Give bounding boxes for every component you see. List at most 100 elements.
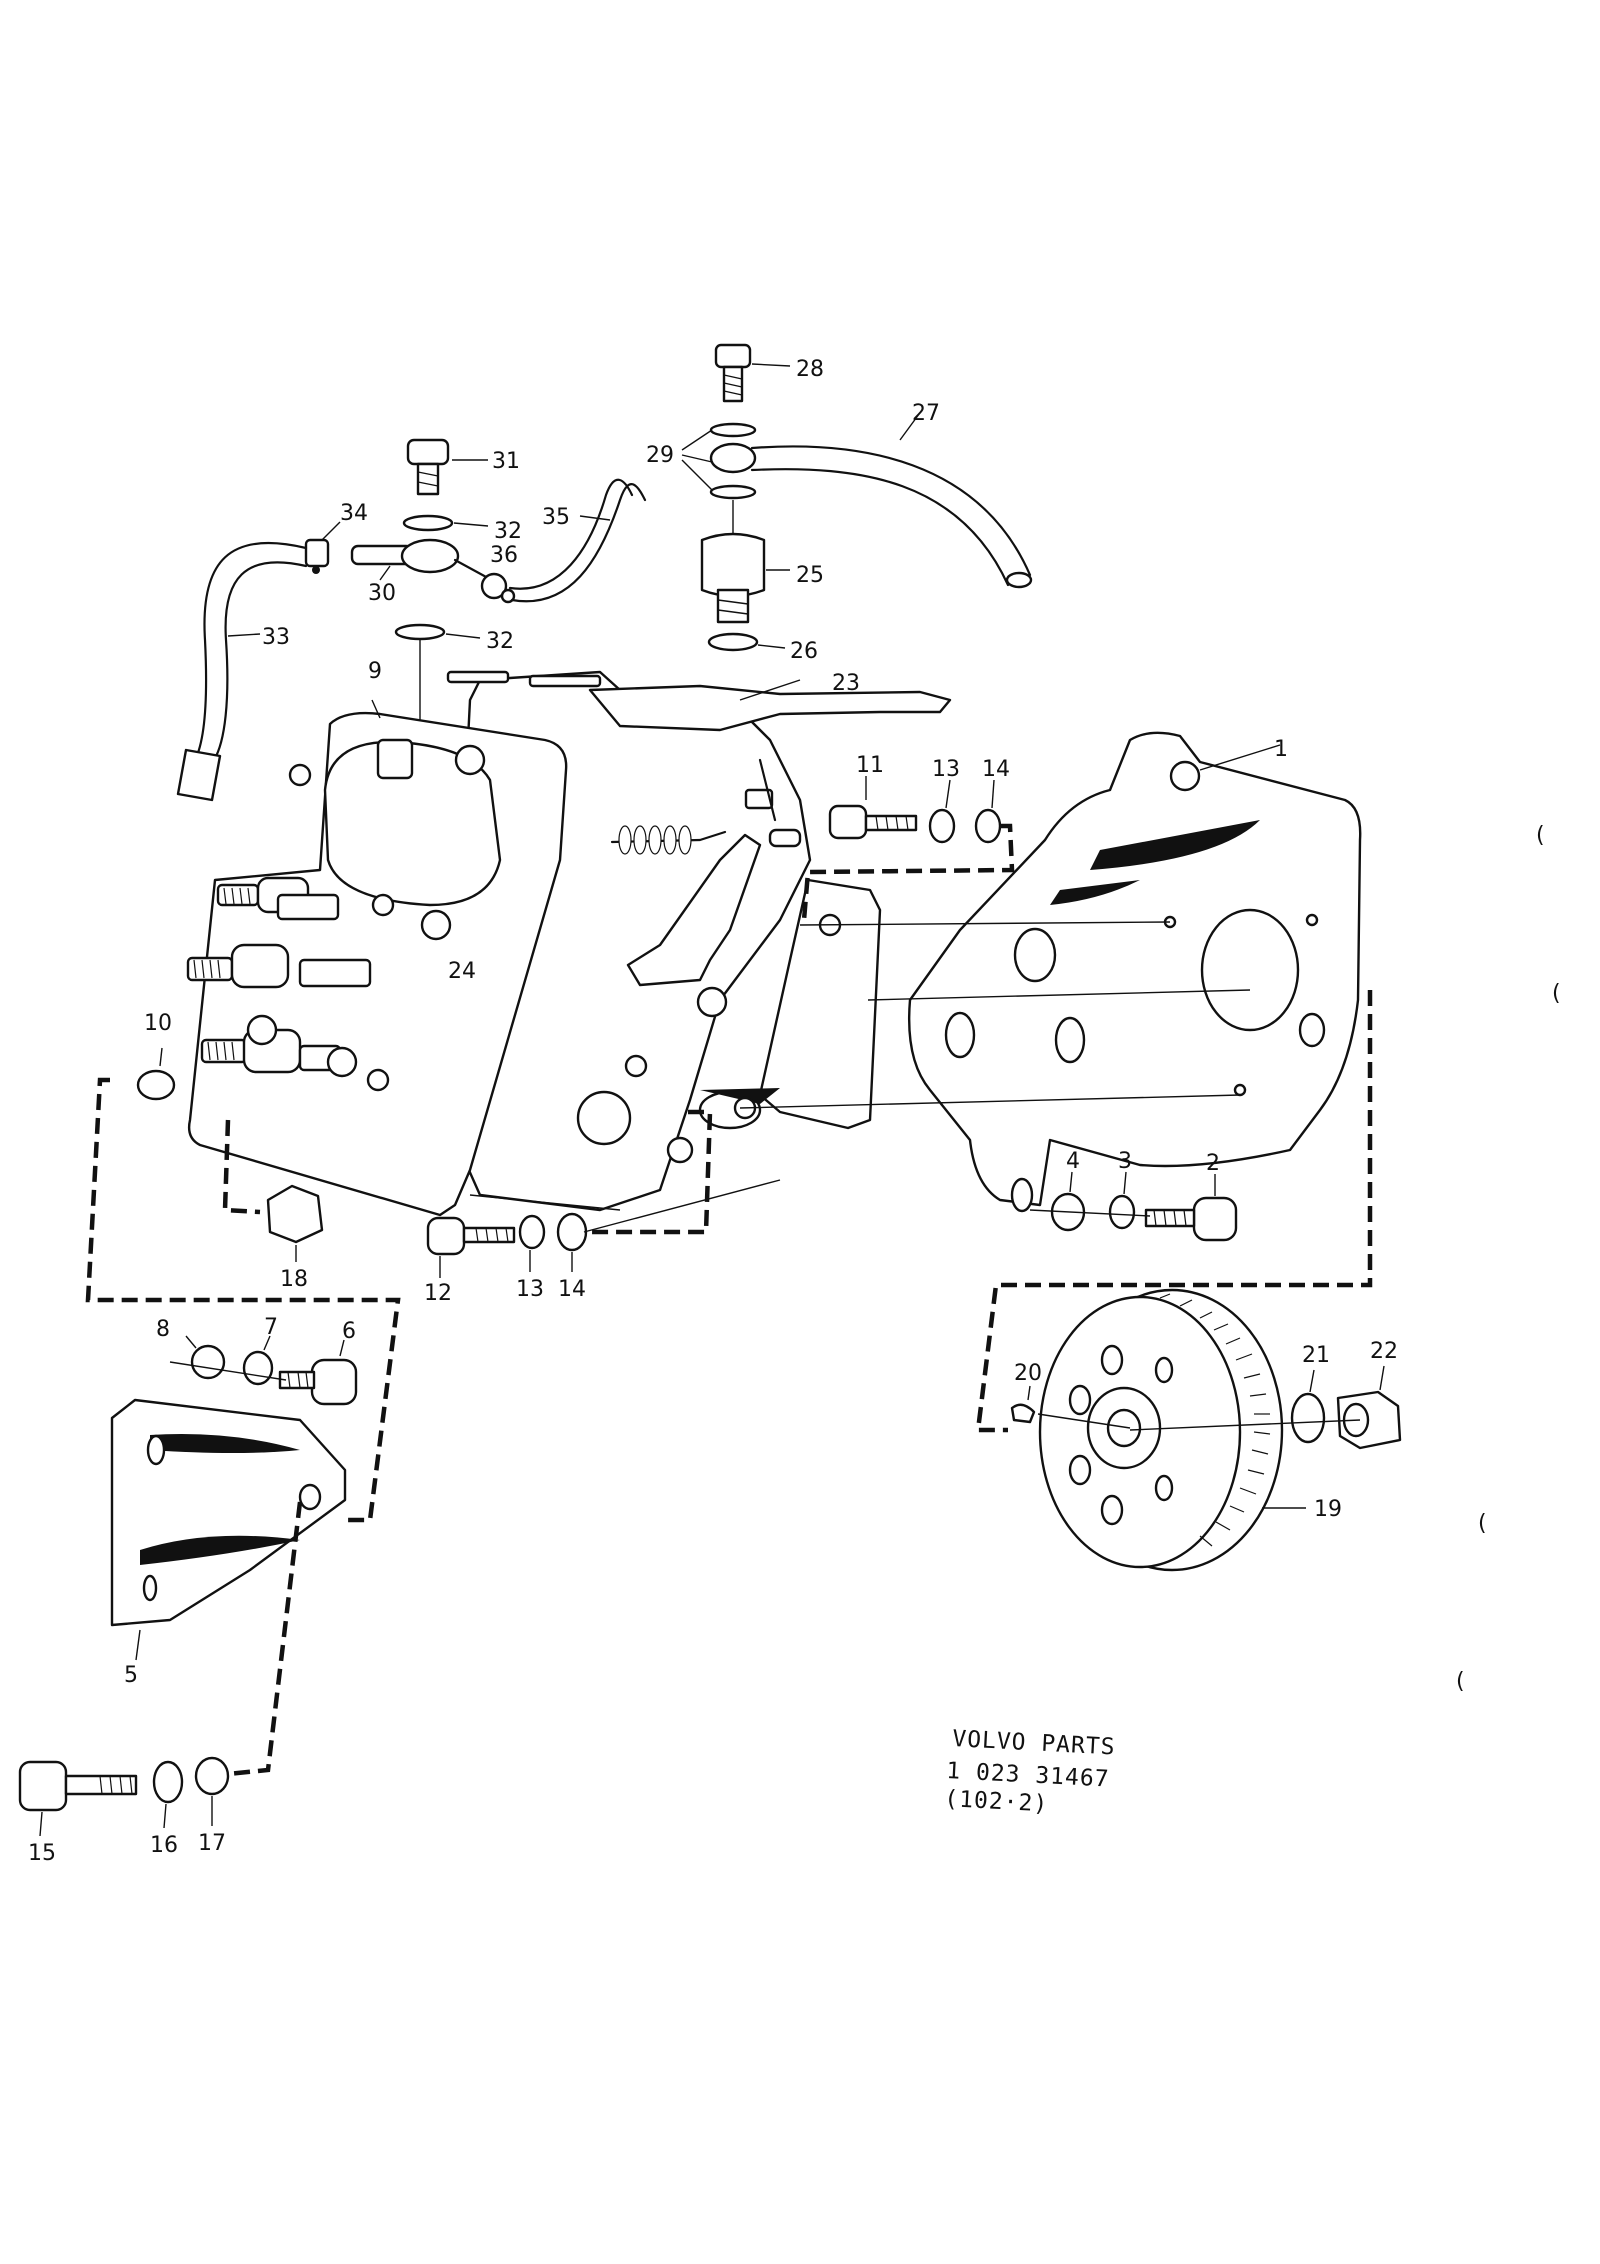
washer-14-lower xyxy=(556,1212,588,1272)
clip-34 xyxy=(304,521,341,574)
lock-washer-16 xyxy=(152,1760,184,1829)
callout-36: 36 xyxy=(490,543,518,568)
drive-sprocket-19 xyxy=(1038,1288,1306,1572)
callout-13-upper: 13 xyxy=(932,757,960,782)
callout-1: 1 xyxy=(1274,737,1288,762)
assembly-line-bolt15 xyxy=(227,1501,303,1777)
screw-11 xyxy=(828,776,918,840)
callout-10: 10 xyxy=(144,1011,172,1036)
stamp-line-3: (102·2) xyxy=(944,1786,1049,1817)
callout-32-lower: 32 xyxy=(486,629,514,654)
banjo-fitting-30 xyxy=(350,538,490,581)
injection-pump xyxy=(186,670,952,1217)
bolt-12 xyxy=(426,1216,516,1278)
callout-23: 23 xyxy=(832,671,860,696)
washer-8 xyxy=(185,1335,226,1380)
callout-22: 22 xyxy=(1370,1339,1398,1364)
clamp-36 xyxy=(480,572,516,604)
assembly-line-left xyxy=(85,1077,401,1523)
callout-33: 33 xyxy=(262,625,290,650)
banjo-bolt-28 xyxy=(714,343,791,403)
leader-bolt-upper xyxy=(799,921,1171,926)
sealing-washers-29 xyxy=(681,422,757,500)
washer-4 xyxy=(1050,1171,1086,1232)
lock-washer-3 xyxy=(1108,1171,1136,1230)
margin-marks: ( ( ( ( xyxy=(1456,823,1561,1694)
assembly-line-bolt12 xyxy=(592,1109,713,1235)
nut-18 xyxy=(266,1184,324,1262)
pump-bracket-1 xyxy=(908,731,1362,1213)
callout-28: 28 xyxy=(796,357,824,382)
leader-bolt-lower xyxy=(739,1094,1241,1109)
bolt-2 xyxy=(1144,1174,1238,1242)
callout-11: 11 xyxy=(856,753,884,778)
leak-off-pipe-35 xyxy=(508,478,647,603)
callout-16: 16 xyxy=(150,1833,178,1858)
callout-27: 27 xyxy=(912,401,940,426)
valve-holder-25 xyxy=(700,532,790,624)
callout-7: 7 xyxy=(264,1315,278,1340)
washer-32-upper xyxy=(402,514,489,532)
callout-26: 26 xyxy=(790,639,818,664)
callout-2: 2 xyxy=(1206,1151,1220,1176)
callout-labels: 1 2 3 4 5 6 7 8 9 10 11 12 13 13 14 14 1… xyxy=(28,357,1398,1866)
callout-32-upper: 32 xyxy=(494,519,522,544)
callout-31: 31 xyxy=(492,449,520,474)
margin-mark-3: ( xyxy=(1478,1511,1487,1536)
lock-washer-7 xyxy=(242,1335,274,1386)
margin-mark-4: ( xyxy=(1456,1669,1465,1694)
washer-13-lower xyxy=(518,1214,546,1272)
callout-35: 35 xyxy=(542,505,570,530)
callout-14-upper: 14 xyxy=(982,757,1010,782)
leader-key xyxy=(1037,1413,1131,1429)
callout-34: 34 xyxy=(340,501,368,526)
leader-bolt-mid xyxy=(867,989,1251,1001)
key-20 xyxy=(1010,1385,1036,1424)
assembly-line-sprocket xyxy=(975,990,1373,1433)
washer-10 xyxy=(136,1047,176,1101)
washer-17 xyxy=(194,1756,230,1826)
assembly-line-nut18 xyxy=(222,1119,261,1215)
stamp-line-1: VOLVO PARTS xyxy=(952,1726,1116,1761)
washer-14-upper xyxy=(974,779,1002,844)
callout-9: 9 xyxy=(368,659,382,684)
callout-21: 21 xyxy=(1302,1343,1330,1368)
callout-4: 4 xyxy=(1066,1149,1080,1174)
callout-20: 20 xyxy=(1014,1361,1042,1386)
callout-17: 17 xyxy=(198,1831,226,1856)
callout-18: 18 xyxy=(280,1267,308,1292)
callout-6: 6 xyxy=(342,1319,356,1344)
leak-off-hose-33 xyxy=(176,541,308,802)
part-number-stamp: VOLVO PARTS 1 023 31467 (102·2) xyxy=(944,1726,1116,1817)
callout-15: 15 xyxy=(28,1841,56,1866)
washer-13-upper xyxy=(928,779,956,844)
washer-21 xyxy=(1290,1369,1326,1444)
callout-29: 29 xyxy=(646,443,674,468)
callout-14-lower: 14 xyxy=(558,1277,586,1302)
callout-13-lower: 13 xyxy=(516,1277,544,1302)
bracket-5 xyxy=(110,1398,347,1661)
callout-5: 5 xyxy=(124,1663,138,1688)
leader-bolt-6 xyxy=(169,1361,287,1381)
leader-bolt-2 xyxy=(1029,1209,1151,1217)
washer-26 xyxy=(707,632,786,652)
bolt-6 xyxy=(278,1339,358,1406)
callout-25: 25 xyxy=(796,563,824,588)
margin-mark-1: ( xyxy=(1536,823,1545,848)
bolt-15 xyxy=(18,1760,138,1837)
leader-bolt-12 xyxy=(583,1179,781,1233)
callout-19: 19 xyxy=(1314,1497,1342,1522)
callout-8: 8 xyxy=(156,1317,170,1342)
leader-nut-22 xyxy=(1129,1419,1361,1431)
callout-12: 12 xyxy=(424,1281,452,1306)
fuel-pipe-27 xyxy=(750,409,1033,589)
callout-24: 24 xyxy=(448,959,476,984)
assembly-line-screw11 xyxy=(801,823,1015,921)
washer-32-lower xyxy=(394,623,481,641)
margin-mark-2: ( xyxy=(1552,981,1561,1006)
callout-3: 3 xyxy=(1118,1149,1132,1174)
banjo-bolt-31 xyxy=(406,438,488,496)
nut-22 xyxy=(1336,1365,1402,1450)
callout-30: 30 xyxy=(368,581,396,606)
